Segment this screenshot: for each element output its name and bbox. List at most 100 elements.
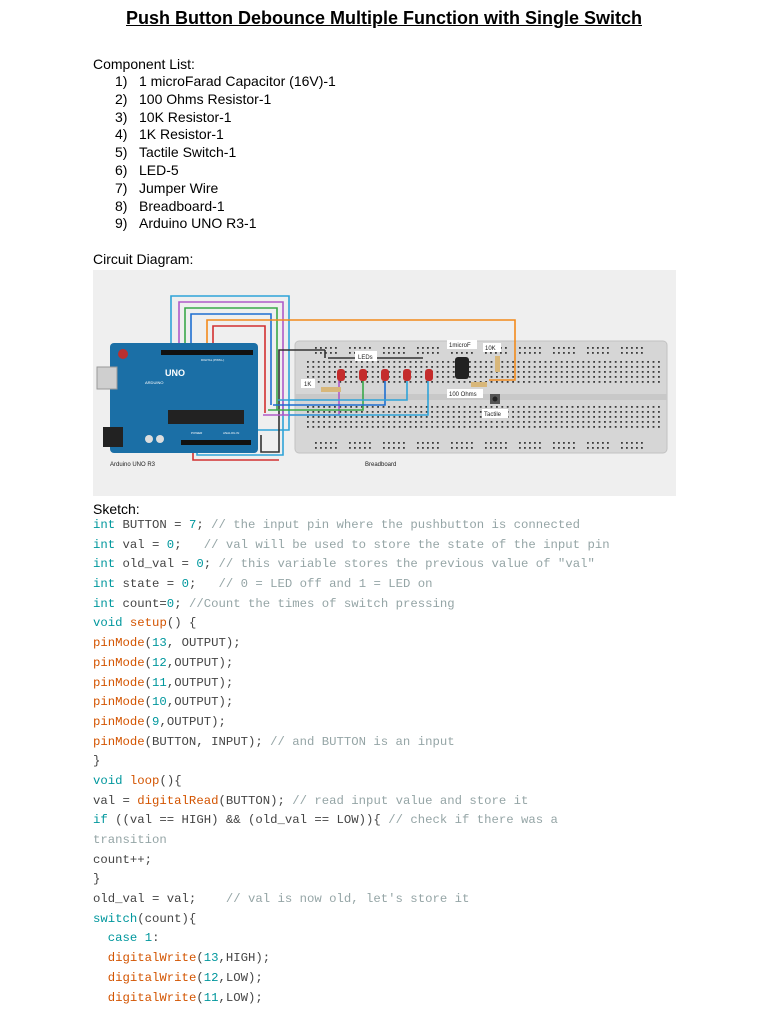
code-token: void bbox=[93, 773, 123, 788]
list-item-text: 1K Resistor-1 bbox=[139, 126, 224, 143]
code-token: 11 bbox=[152, 675, 167, 690]
leds-label: LEDs bbox=[358, 355, 373, 361]
code-token: digitalWrite bbox=[107, 970, 197, 985]
code-token: 13 bbox=[203, 951, 219, 966]
digital-pins-label: DIGITAL (PWM~) bbox=[201, 358, 224, 362]
code-line: digitalWrite(12,LOW); bbox=[93, 969, 610, 989]
code-token: (BUTTON); bbox=[218, 793, 293, 808]
list-item-text: Tactile Switch-1 bbox=[139, 144, 237, 161]
code-token: pinMode bbox=[93, 675, 145, 690]
code-token bbox=[93, 971, 108, 985]
sketch-heading: Sketch: bbox=[93, 501, 140, 517]
code-token: 0 bbox=[196, 557, 204, 572]
code-token: digitalRead bbox=[137, 793, 219, 808]
code-token: ( bbox=[144, 675, 153, 690]
resistor-10k-label: 10K bbox=[485, 346, 496, 352]
code-token: (){ bbox=[159, 773, 182, 788]
list-item-text: Arduino UNO R3-1 bbox=[139, 215, 257, 232]
code-token: case bbox=[107, 931, 138, 946]
code-token: ; bbox=[196, 518, 212, 532]
component-list: 1)1 microFarad Capacitor (16V)-1 2) 100 O… bbox=[115, 73, 336, 233]
code-token: ; bbox=[174, 537, 204, 552]
code-token: ((val == HIGH) && (old_val == LOW)){ bbox=[107, 813, 389, 828]
list-item-number: 2) bbox=[115, 90, 128, 107]
code-token: 11 bbox=[203, 990, 219, 1005]
code-token: setup bbox=[129, 616, 167, 631]
code-token: switch bbox=[93, 911, 138, 926]
code-line: pinMode(BUTTON, INPUT); // and BUTTON is… bbox=[93, 733, 610, 753]
code-line: digitalWrite(13,HIGH); bbox=[93, 949, 610, 969]
code-token bbox=[137, 931, 144, 945]
code-token: ( bbox=[144, 695, 153, 710]
code-token: ( bbox=[196, 990, 204, 1005]
code-token: ,OUTPUT); bbox=[166, 695, 234, 710]
code-line: switch(count){ bbox=[93, 910, 610, 930]
code-token: // check if there was a bbox=[388, 813, 558, 828]
list-item-number: 6) bbox=[115, 161, 128, 178]
code-token: val = bbox=[115, 537, 167, 552]
arduino-brand-label: ARDUINO bbox=[145, 380, 163, 385]
list-item-number: 4) bbox=[115, 126, 128, 143]
code-token: count= bbox=[115, 596, 167, 611]
code-token: ,OUTPUT); bbox=[166, 675, 234, 690]
code-token bbox=[93, 991, 108, 1005]
code-token: 10 bbox=[152, 695, 167, 710]
list-item-text: LED-5 bbox=[139, 161, 179, 178]
resistor-100-label: 100 Ohms bbox=[449, 392, 477, 398]
code-token: , OUTPUT); bbox=[166, 636, 241, 651]
code-token: 0 bbox=[166, 537, 175, 552]
code-token: } bbox=[93, 872, 101, 887]
list-item-number: 9) bbox=[115, 215, 128, 232]
code-token: // val will be used to store the state o… bbox=[203, 537, 610, 552]
list-item: 6) LED-5 bbox=[115, 162, 336, 180]
code-line: } bbox=[93, 870, 610, 890]
circuit-diagram: Breadboard bbox=[93, 270, 676, 496]
code-token: digitalWrite bbox=[107, 990, 197, 1005]
code-token: // 0 = LED off and 1 = LED on bbox=[218, 577, 433, 592]
code-token: pinMode bbox=[93, 714, 145, 729]
code-token bbox=[123, 616, 130, 630]
code-line: int old_val = 0; // this variable stores… bbox=[93, 555, 610, 575]
list-item: 5)Tactile Switch-1 bbox=[115, 144, 336, 162]
code-token: val = bbox=[93, 793, 138, 808]
code-token: BUTTON = bbox=[115, 518, 189, 532]
circuit-diagram-heading: Circuit Diagram: bbox=[93, 251, 194, 267]
code-token: pinMode bbox=[93, 695, 145, 710]
code-token: ; bbox=[174, 596, 189, 611]
code-token: // read input value and store it bbox=[292, 793, 529, 808]
code-token: digitalWrite bbox=[107, 951, 197, 966]
power-pins-label: POWER bbox=[191, 431, 203, 435]
code-token: 12 bbox=[203, 970, 219, 985]
code-line: pinMode(9,OUTPUT); bbox=[93, 713, 610, 733]
code-line: int val = 0; // val will be used to stor… bbox=[93, 536, 610, 556]
code-line: pinMode(13, OUTPUT); bbox=[93, 634, 610, 654]
arduino-board: UNO ARDUINO DIGITAL (PWM~) POWER ANALOG … bbox=[96, 343, 258, 453]
resistor-1k-label: 1K bbox=[304, 382, 311, 388]
code-token: ; bbox=[203, 557, 219, 572]
code-line: count++; bbox=[93, 851, 610, 871]
component-list-heading: Component List: bbox=[93, 56, 195, 72]
code-token: 1 bbox=[144, 931, 153, 946]
code-token: 13 bbox=[152, 636, 167, 651]
code-line: void setup() { bbox=[93, 614, 610, 634]
code-token: ,OUTPUT); bbox=[159, 714, 226, 729]
code-token: ( bbox=[196, 951, 204, 966]
code-token: // and BUTTON is an input bbox=[270, 734, 455, 749]
code-block: int BUTTON = 7; // the input pin where t… bbox=[93, 516, 610, 1008]
list-item: 1)1 microFarad Capacitor (16V)-1 bbox=[115, 73, 336, 91]
code-token: // val is now old, let's store it bbox=[225, 892, 470, 907]
list-item-text: 100 Ohms Resistor-1 bbox=[139, 90, 272, 107]
code-line: void loop(){ bbox=[93, 772, 610, 792]
code-token: state = bbox=[115, 577, 182, 592]
code-token: ,HIGH); bbox=[218, 951, 271, 966]
code-line: pinMode(11,OUTPUT); bbox=[93, 674, 610, 694]
code-token bbox=[93, 951, 108, 965]
code-line: pinMode(12,OUTPUT); bbox=[93, 654, 610, 674]
code-token: if bbox=[93, 813, 108, 828]
leds bbox=[337, 369, 433, 381]
code-token bbox=[123, 774, 130, 788]
capacitor-label: 1microF bbox=[449, 343, 471, 349]
list-item-text: Breadboard-1 bbox=[139, 197, 225, 214]
code-line: case 1: bbox=[93, 929, 610, 949]
list-item: 3)10K Resistor-1 bbox=[115, 109, 336, 127]
